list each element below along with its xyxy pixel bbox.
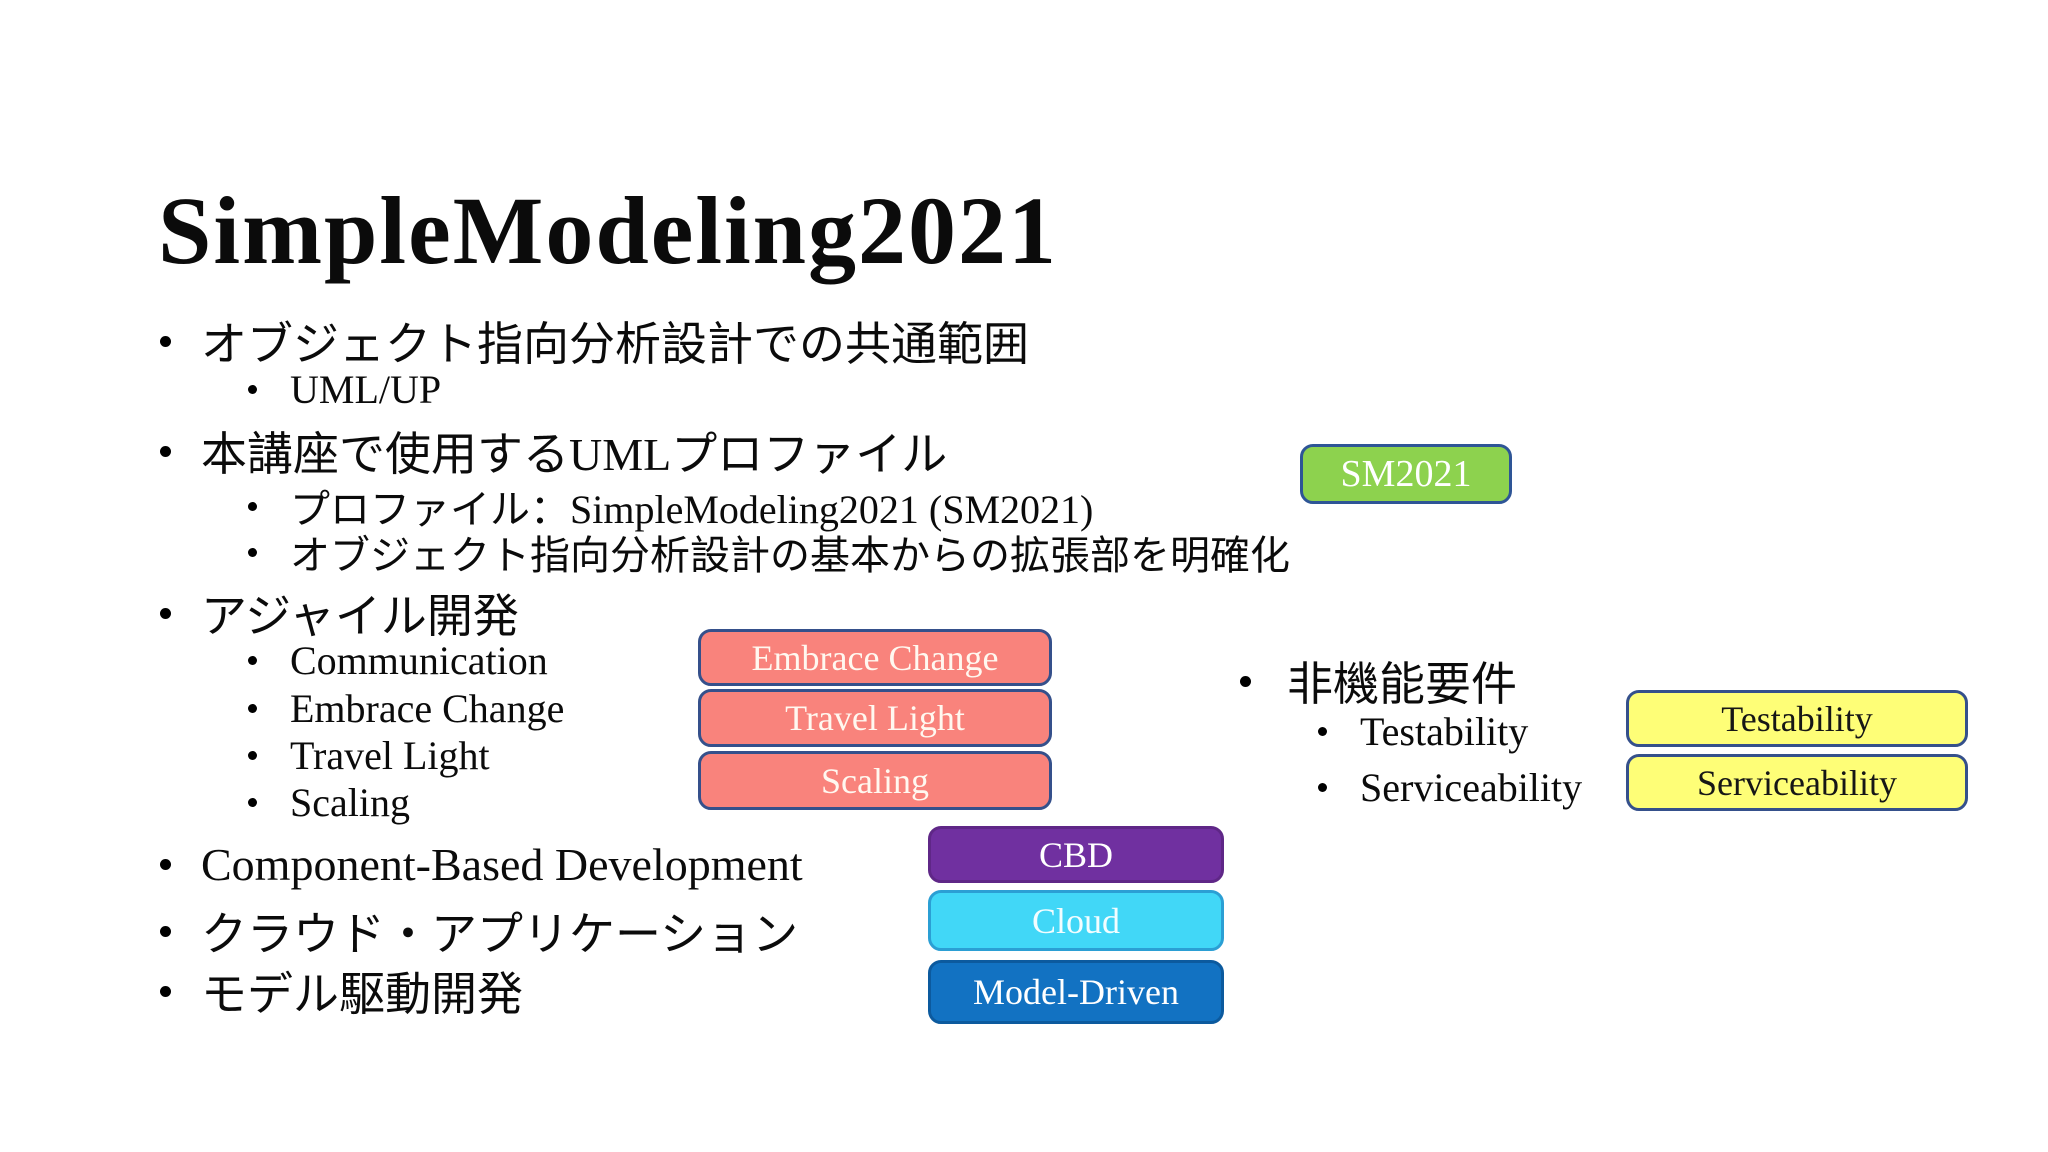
bullet-icon <box>248 704 257 713</box>
bullet-text: UML/UP <box>290 367 442 412</box>
bullet-text: クラウド・アプリケーション <box>201 909 799 960</box>
bullet-text: Communication <box>290 638 548 683</box>
bullet-text: オブジェクト指向分析設計での共通範囲 <box>201 319 1029 370</box>
bullet-icon <box>1318 783 1327 792</box>
badge-sm2021: SM2021 <box>1300 444 1512 504</box>
badge-model-driven: Model-Driven <box>928 960 1224 1024</box>
bullet-icon <box>160 925 171 937</box>
bullet-testability: Testability <box>1318 708 1528 755</box>
bullet-embrace-change: Embrace Change <box>248 685 564 732</box>
badge-scaling: Scaling <box>698 751 1052 810</box>
bullet-extension-clarify: オブジェクト指向分析設計の基本からの拡張部を明確化 <box>248 523 1290 581</box>
bullet-text: Component-Based Development <box>201 839 803 890</box>
bullet-icon <box>248 501 257 511</box>
bullet-icon <box>160 859 171 870</box>
bullet-icon <box>248 798 257 807</box>
bullet-agile-development: アジャイル開発 <box>160 580 519 646</box>
bullet-icon <box>1318 727 1327 736</box>
bullet-profile-sm2021: プロファイル：SimpleModeling2021 (SM2021) <box>248 477 1093 535</box>
bullet-cbd: Component-Based Development <box>160 838 803 891</box>
bullet-cloud-application: クラウド・アプリケーション <box>160 898 798 964</box>
badge-cloud: Cloud <box>928 890 1224 951</box>
bullet-uml-profile: 本講座で使用するUMLプロファイル <box>160 418 947 484</box>
bullet-text: Scaling <box>290 780 410 825</box>
bullet-icon <box>248 751 257 760</box>
bullet-icon <box>160 607 171 619</box>
bullet-nonfunctional-req: 非機能要件 <box>1240 648 1517 714</box>
bullet-text: アジャイル開発 <box>201 591 519 642</box>
bullet-oo-analysis-scope: オブジェクト指向分析設計での共通範囲 <box>160 308 1029 374</box>
badge-cbd: CBD <box>928 826 1224 883</box>
badge-serviceability: Serviceability <box>1626 754 1968 811</box>
badge-embrace-change: Embrace Change <box>698 629 1052 686</box>
bullet-uml-up: UML/UP <box>248 366 441 413</box>
bullet-icon <box>160 335 171 347</box>
bullet-icon <box>160 445 171 457</box>
slide-title: SimpleModeling2021 <box>158 177 1059 285</box>
bullet-icon <box>248 385 257 394</box>
bullet-icon <box>160 985 171 997</box>
bullet-icon <box>1240 675 1251 687</box>
bullet-text: プロファイル：SimpleModeling2021 (SM2021) <box>290 487 1094 532</box>
bullet-text: オブジェクト指向分析設計の基本からの拡張部を明確化 <box>290 533 1290 578</box>
bullet-text: 本講座で使用するUMLプロファイル <box>201 429 948 480</box>
bullet-text: モデル駆動開発 <box>201 969 523 1020</box>
bullet-text: Testability <box>1360 709 1529 754</box>
bullet-text: Serviceability <box>1360 765 1583 810</box>
bullet-communication: Communication <box>248 637 548 684</box>
bullet-scaling: Scaling <box>248 779 410 826</box>
bullet-icon <box>248 656 257 665</box>
bullet-text: Embrace Change <box>290 686 565 731</box>
bullet-icon <box>248 547 257 557</box>
bullet-model-driven: モデル駆動開発 <box>160 958 523 1024</box>
bullet-text: 非機能要件 <box>1287 659 1517 710</box>
badge-testability: Testability <box>1626 690 1968 747</box>
badge-travel-light: Travel Light <box>698 689 1052 747</box>
bullet-serviceability: Serviceability <box>1318 764 1582 811</box>
bullet-travel-light: Travel Light <box>248 732 490 779</box>
bullet-text: Travel Light <box>290 733 490 778</box>
